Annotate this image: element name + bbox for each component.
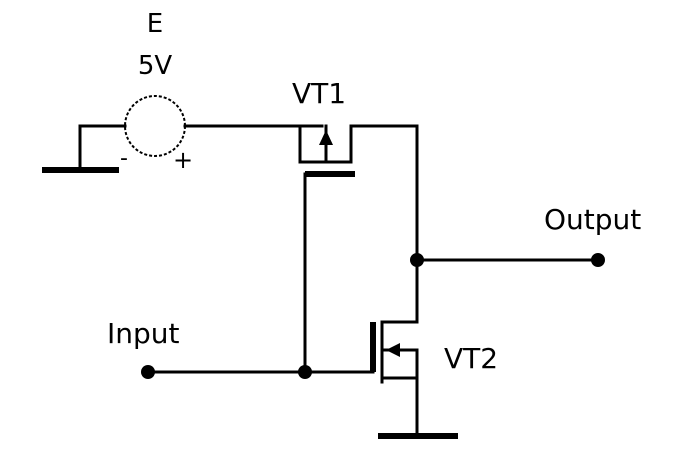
source-ground <box>42 124 119 173</box>
output-label: Output <box>544 203 641 236</box>
output-connection <box>410 253 605 267</box>
source-minus-sign: - <box>120 146 128 171</box>
input-terminal-dot <box>141 365 155 379</box>
vt1-transistor <box>298 124 419 177</box>
source-name-label: E <box>147 9 163 39</box>
vt2-transistor <box>370 320 419 438</box>
input-junction-dot <box>298 365 312 379</box>
output-terminal-dot <box>591 253 605 267</box>
vt2-label: VT2 <box>444 342 498 375</box>
vt1-label: VT1 <box>292 77 346 110</box>
input-label: Input <box>107 317 180 350</box>
source-voltage-label: 5V <box>138 51 173 81</box>
voltage-source: - + <box>78 95 324 174</box>
output-junction-dot <box>410 253 424 267</box>
source-plus-sign: + <box>173 146 193 174</box>
vt2-arrow-icon <box>386 343 400 357</box>
vt1-arrow-icon <box>319 130 333 145</box>
input-connection <box>141 365 375 379</box>
